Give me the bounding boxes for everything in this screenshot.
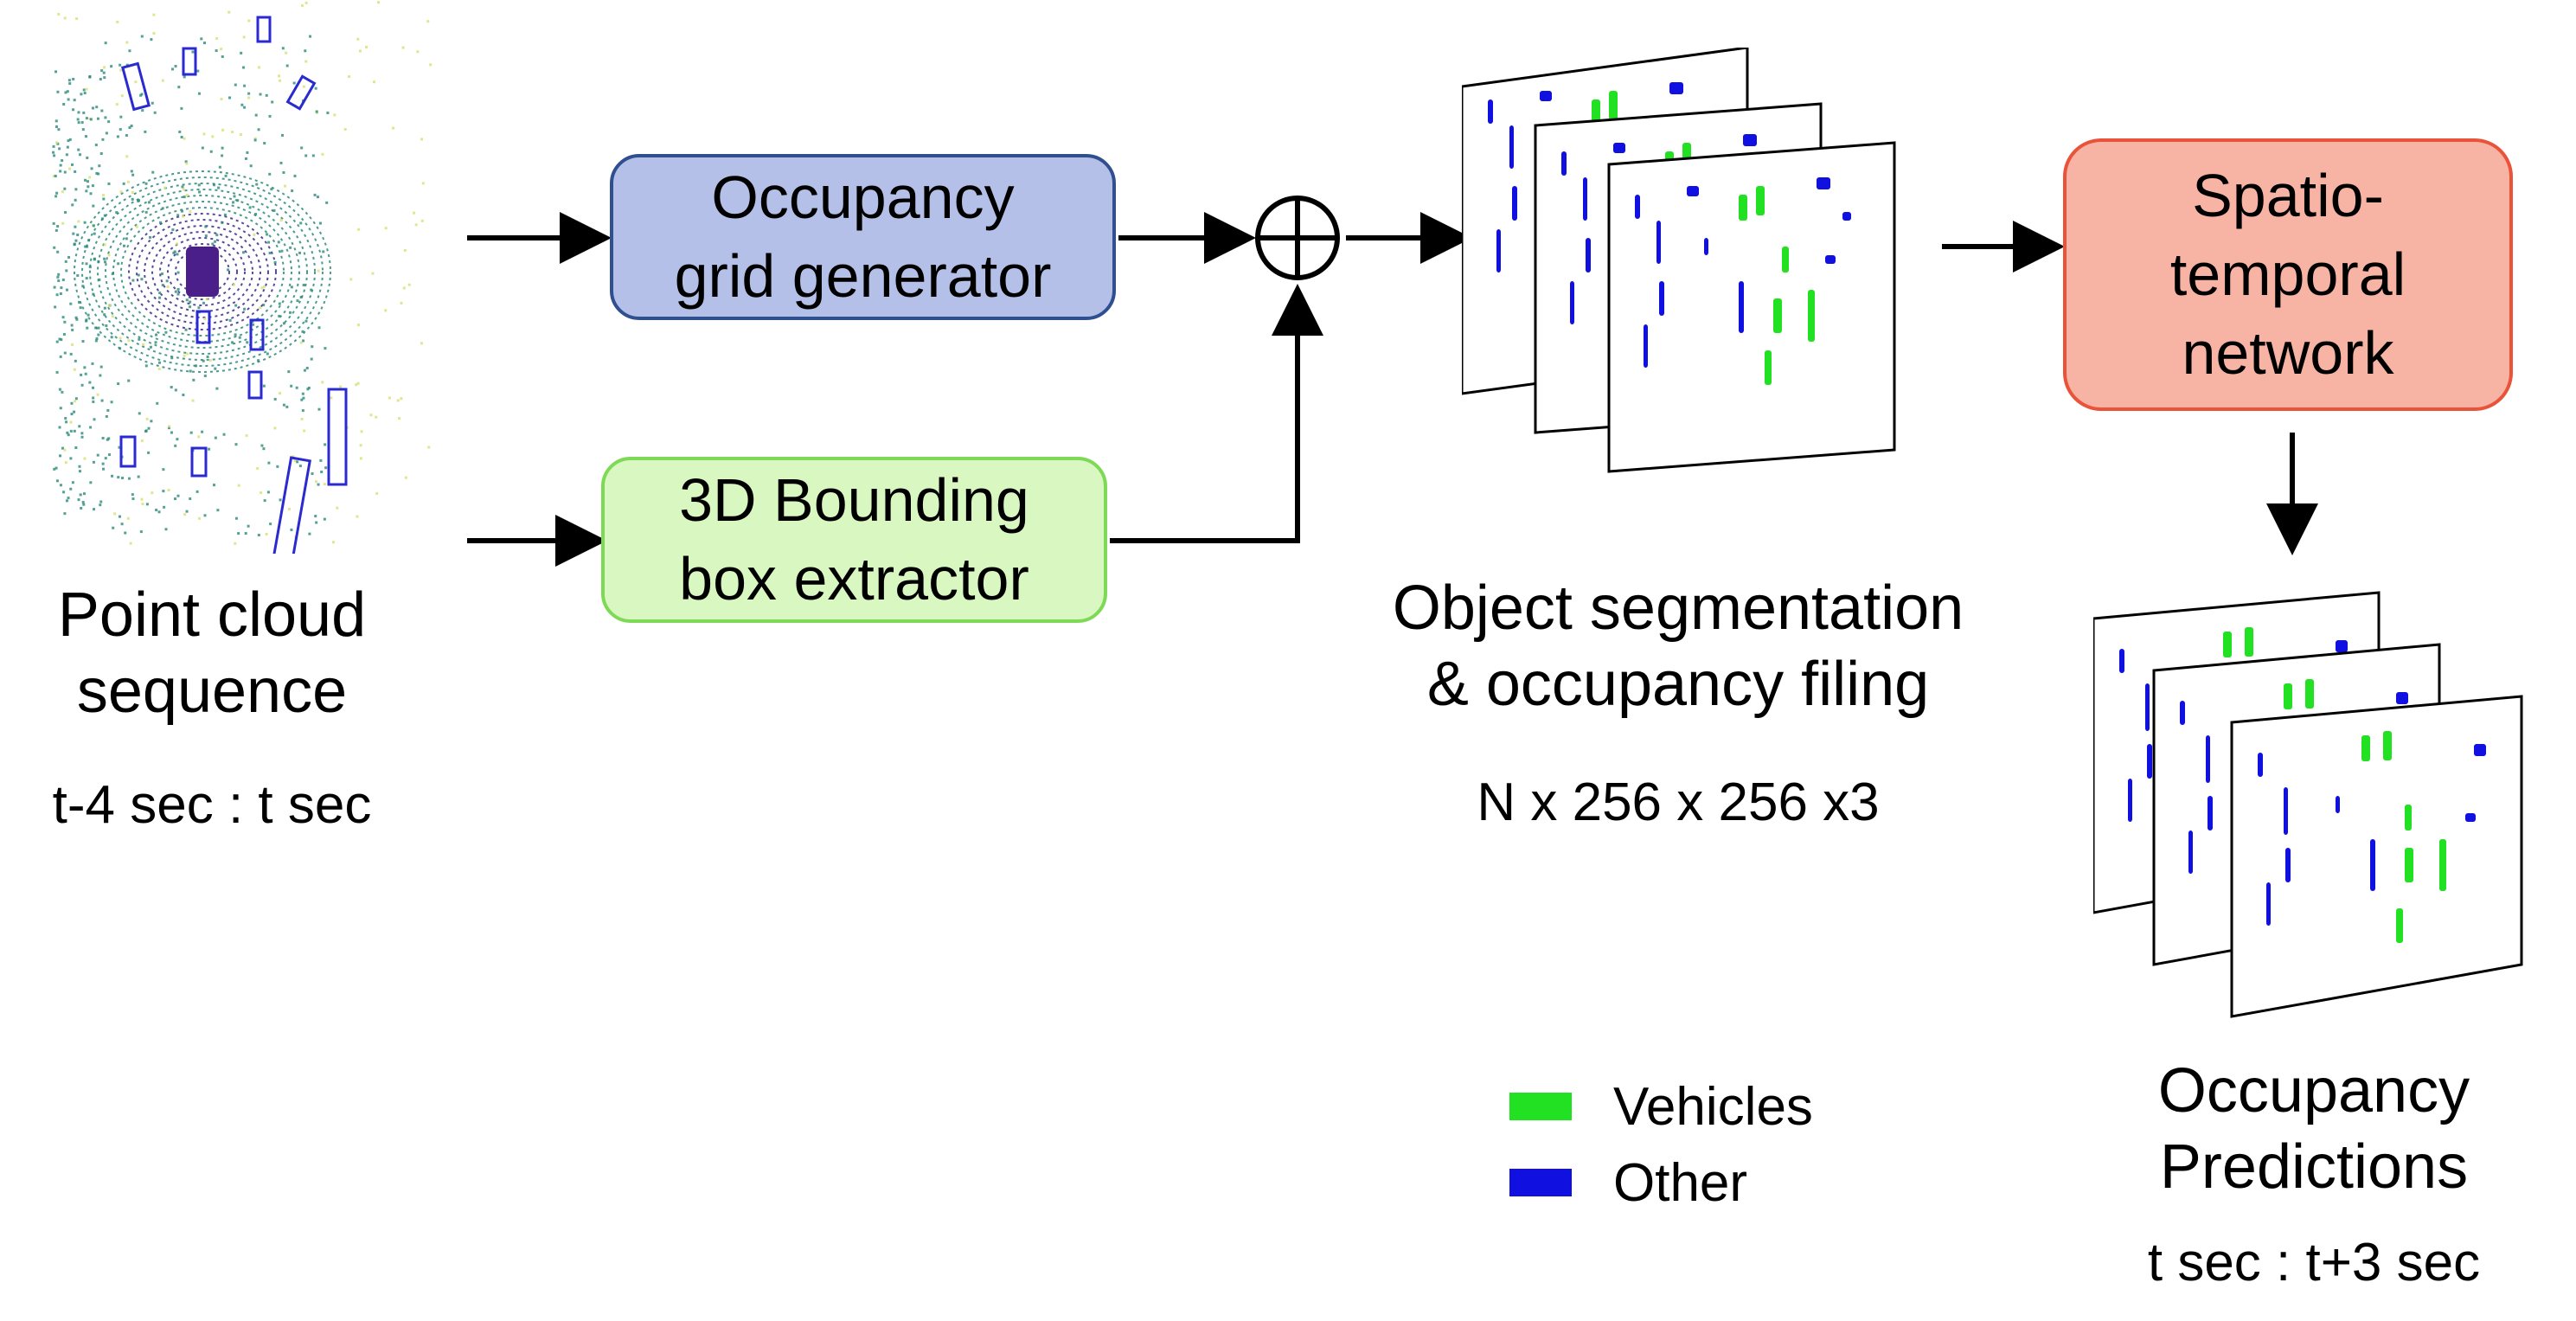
bbox-extractor-line1: 3D Bounding <box>679 466 1029 534</box>
output-time-range: t sec : t+3 sec <box>2147 1233 2481 1292</box>
bbox-extractor-line2: box extractor <box>679 545 1029 612</box>
spatiotemporal-line1: Spatio- <box>2192 162 2384 229</box>
input-title: Point cloud sequence <box>35 578 389 730</box>
input-title-line1: Point cloud <box>57 580 367 650</box>
legend-label-other: Other <box>1613 1152 1748 1213</box>
legend-swatch-other <box>1509 1169 1572 1196</box>
occupancy-grid-generator-block: Occupancy grid generator <box>610 154 1116 320</box>
legend-item-other: Other <box>1509 1145 1813 1221</box>
segmentation-line1: Object segmentation <box>1392 574 1964 643</box>
spatiotemporal-network-block: Spatio- temporal network <box>2063 138 2513 411</box>
legend-item-vehicles: Vehicles <box>1509 1068 1813 1145</box>
legend-label-vehicles: Vehicles <box>1613 1076 1813 1137</box>
segmentation-line2: & occupancy filing <box>1426 649 1930 719</box>
segmentation-title: Object segmentation & occupancy filing <box>1349 571 2007 723</box>
spatiotemporal-line3: network <box>2182 319 2394 387</box>
arrow-bbox-to-sum <box>1110 284 1323 543</box>
output-frame-stack <box>2093 591 2523 1018</box>
output-line2: Predictions <box>2159 1132 2469 1202</box>
segmentation-frame-stack <box>1462 48 1896 473</box>
occupancy-grid-line2: grid generator <box>674 242 1052 310</box>
output-line1: Occupancy <box>2157 1056 2470 1125</box>
point-cloud-image <box>52 1 433 554</box>
legend-swatch-vehicles <box>1509 1093 1572 1120</box>
occupancy-frame <box>2230 695 2523 1018</box>
spatiotemporal-line2: temporal <box>2169 240 2406 308</box>
input-time-range: t-4 sec : t sec <box>52 775 372 835</box>
bbox-extractor-block: 3D Bounding box extractor <box>601 457 1107 623</box>
occupancy-grid-line1: Occupancy <box>711 164 1015 231</box>
legend: Vehicles Other <box>1509 1068 1813 1221</box>
input-title-line2: sequence <box>76 656 348 726</box>
sum-operator <box>1255 196 1340 280</box>
output-title: Occupancy Predictions <box>2111 1054 2517 1206</box>
segmentation-shape: N x 256 x 256 x3 <box>1477 773 1880 832</box>
occupancy-frame <box>1607 141 1896 473</box>
